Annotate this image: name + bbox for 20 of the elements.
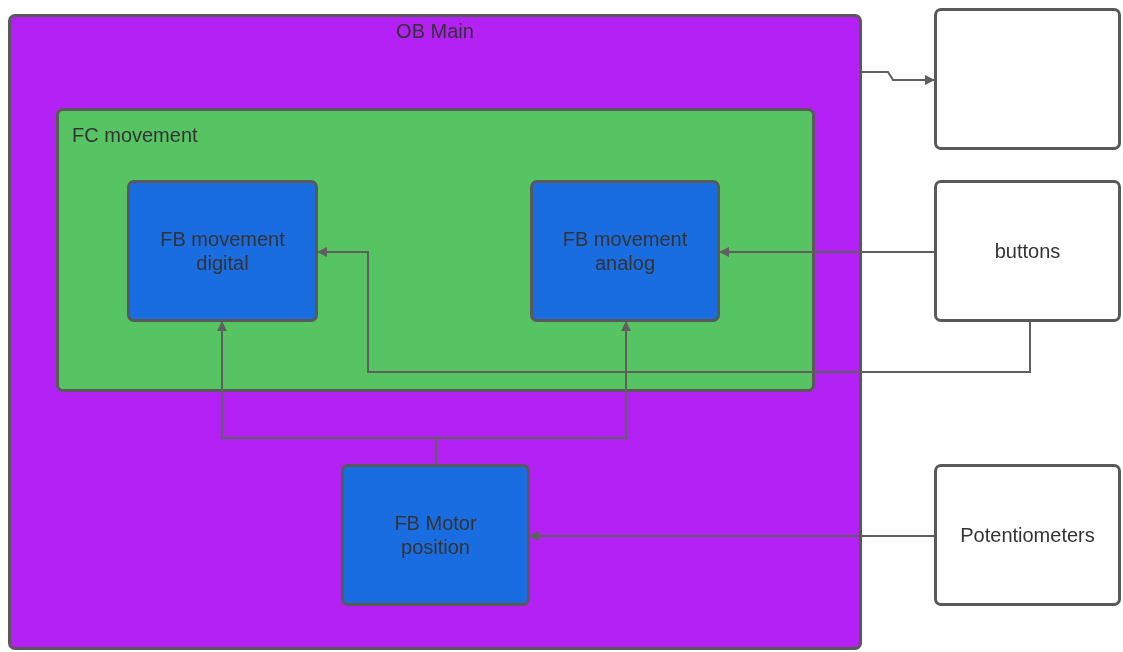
arrow bbox=[529, 531, 935, 541]
device-box bbox=[934, 180, 1121, 322]
function-block bbox=[127, 180, 318, 322]
empty-box bbox=[934, 8, 1121, 150]
function-block bbox=[341, 464, 530, 606]
block-label: FB movement digital bbox=[159, 227, 286, 275]
arrow bbox=[317, 247, 1031, 373]
block-label: OB Main bbox=[396, 19, 474, 43]
device-box bbox=[934, 464, 1121, 606]
block-label: Potentiometers bbox=[960, 523, 1095, 547]
block-label: buttons bbox=[994, 239, 1061, 263]
function-block bbox=[530, 180, 720, 322]
group-container bbox=[56, 108, 815, 392]
arrow bbox=[719, 247, 935, 257]
arrow bbox=[861, 71, 935, 85]
arrow bbox=[435, 321, 631, 465]
block-label: FB movement analog bbox=[561, 227, 689, 275]
block-label: FC movement bbox=[72, 123, 198, 147]
block-container bbox=[8, 14, 862, 650]
block-label: FB Motor position bbox=[393, 511, 478, 559]
